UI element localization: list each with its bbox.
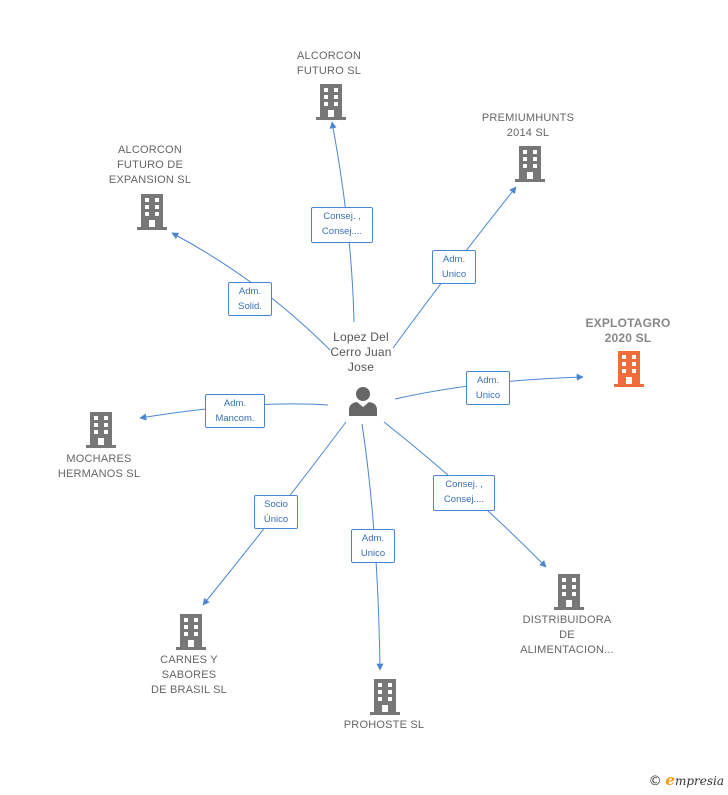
node-label-line: 2014 SL bbox=[506, 127, 550, 139]
node-label-line: MOCHARES bbox=[66, 453, 132, 465]
relation-line: Adm. bbox=[442, 254, 466, 265]
relation-label-explotagro[interactable]: Adm. Unico bbox=[466, 371, 510, 405]
node-label-carnes[interactable]: CARNES Y SABORES DE BRASIL SL bbox=[151, 653, 227, 698]
node-label-distribuidora[interactable]: DISTRIBUIDORA DE ALIMENTACION... bbox=[520, 613, 614, 658]
node-label-line: DE bbox=[559, 629, 575, 641]
relation-label-prohoste[interactable]: Adm. Unico bbox=[351, 529, 395, 563]
building-icon[interactable] bbox=[316, 84, 346, 120]
node-label-premiumhunts[interactable]: PREMIUMHUNTS 2014 SL bbox=[482, 111, 574, 141]
relation-label-alcorcon-expansion[interactable]: Adm. Solid. bbox=[228, 282, 272, 316]
relation-line: Consej. , bbox=[323, 211, 361, 222]
node-label-explotagro[interactable]: EXPLOTAGRO 2020 SL bbox=[585, 316, 670, 346]
building-icon[interactable] bbox=[515, 146, 545, 182]
relation-line: Unico bbox=[360, 548, 386, 559]
node-label-line: ALIMENTACION... bbox=[520, 644, 614, 656]
node-label-line: 2020 SL bbox=[604, 331, 652, 345]
node-label-line: ALCORCON bbox=[297, 50, 361, 62]
node-label-line: PROHOSTE SL bbox=[343, 719, 425, 731]
person-icon[interactable] bbox=[347, 385, 379, 417]
node-label-line: CARNES Y bbox=[160, 654, 218, 666]
node-label-prohoste[interactable]: PROHOSTE SL bbox=[344, 718, 424, 733]
center-person-name[interactable]: Lopez Del Cerro Juan Jose bbox=[330, 330, 391, 375]
relation-line: Consej.... bbox=[321, 226, 363, 237]
brand-initial: e bbox=[665, 771, 675, 789]
relation-line: Consej. , bbox=[445, 479, 483, 490]
center-name-line: Jose bbox=[347, 360, 375, 374]
relation-line: Adm. bbox=[476, 375, 500, 386]
node-label-line: DISTRIBUIDORA bbox=[522, 614, 612, 626]
node-label-line: PREMIUMHUNTS bbox=[481, 112, 575, 124]
node-label-line: EXPANSION SL bbox=[108, 174, 192, 186]
node-label-line: ALCORCON bbox=[118, 144, 182, 156]
relation-line: Unico bbox=[441, 269, 467, 280]
relation-line: Adm. bbox=[238, 286, 262, 297]
relation-label-premiumhunts[interactable]: Adm. Unico bbox=[432, 250, 476, 284]
center-name-line: Lopez Del bbox=[333, 330, 389, 344]
footer-brand[interactable]: © empresia bbox=[649, 771, 724, 789]
relation-line: Unico bbox=[475, 390, 501, 401]
relation-line: Adm. bbox=[361, 533, 385, 544]
node-label-alcorcon-expansion[interactable]: ALCORCON FUTURO DE EXPANSION SL bbox=[109, 143, 191, 188]
relation-label-carnes[interactable]: Socio Único bbox=[254, 495, 298, 529]
relation-label-mochares[interactable]: Adm. Mancom. bbox=[205, 394, 265, 428]
building-icon[interactable] bbox=[614, 351, 644, 387]
node-label-line: EXPLOTAGRO bbox=[585, 316, 671, 330]
relation-line: Consej.... bbox=[443, 494, 485, 505]
relation-label-alcorcon-futuro[interactable]: Consej. , Consej.... bbox=[311, 207, 373, 243]
node-label-mochares[interactable]: MOCHARES HERMANOS SL bbox=[58, 452, 140, 482]
node-label-line: FUTURO SL bbox=[296, 65, 362, 77]
building-icon[interactable] bbox=[370, 679, 400, 715]
relation-line: Mancom. bbox=[215, 413, 255, 424]
building-icon[interactable] bbox=[137, 194, 167, 230]
building-icon[interactable] bbox=[86, 412, 116, 448]
relation-line: Único bbox=[263, 514, 289, 525]
relation-line: Adm. bbox=[223, 398, 247, 409]
relation-label-distribuidora[interactable]: Consej. , Consej.... bbox=[433, 475, 495, 511]
node-label-line: DE BRASIL SL bbox=[151, 684, 227, 696]
building-icon[interactable] bbox=[554, 574, 584, 610]
node-label-line: FUTURO DE bbox=[117, 159, 183, 171]
center-name-line: Cerro Juan bbox=[330, 345, 392, 359]
node-label-line: HERMANOS SL bbox=[57, 468, 141, 480]
copyright-icon: © bbox=[648, 774, 662, 789]
relation-line: Socio bbox=[264, 499, 288, 510]
node-label-alcorcon-futuro[interactable]: ALCORCON FUTURO SL bbox=[297, 49, 361, 79]
building-icon[interactable] bbox=[176, 614, 206, 650]
relation-line: Solid. bbox=[238, 301, 262, 312]
node-label-line: SABORES bbox=[161, 669, 217, 681]
brand-name: mpresia bbox=[674, 774, 724, 788]
